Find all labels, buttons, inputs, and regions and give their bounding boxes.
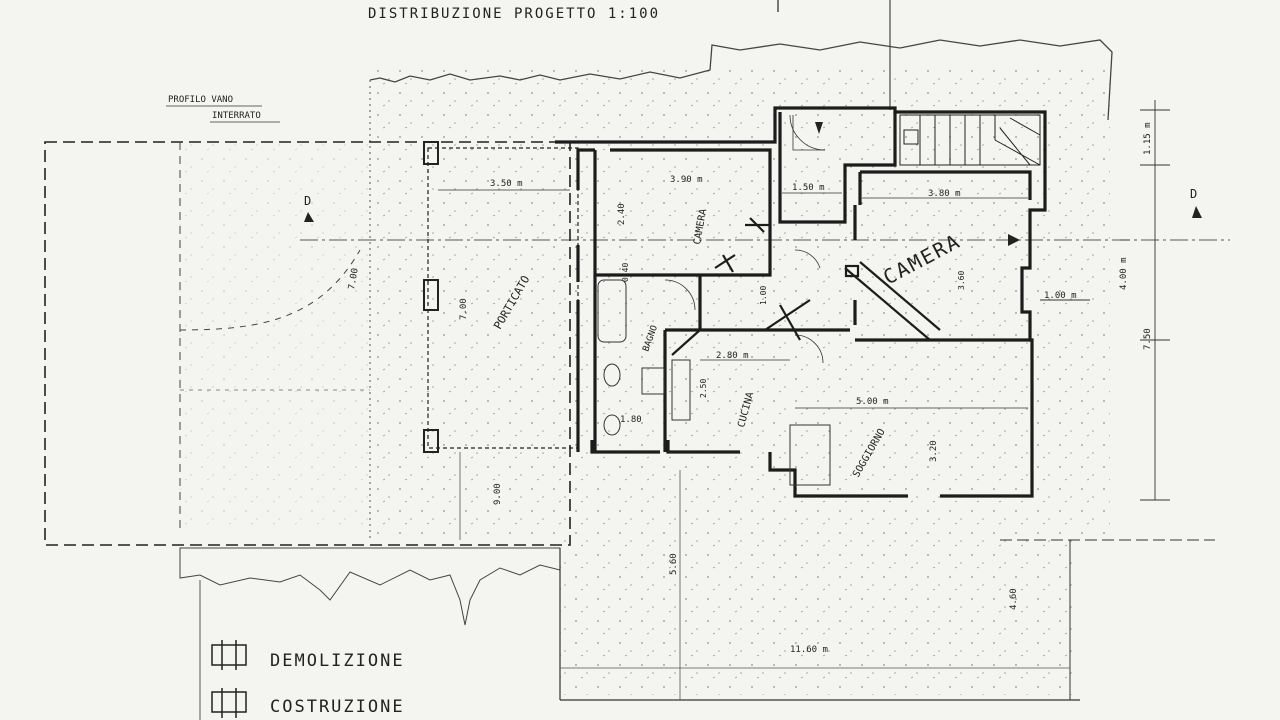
dim-left-7: 7.00 <box>347 267 361 290</box>
dim-soggiorno-width: 5.00 m <box>856 397 889 407</box>
dim-camera-large-width: 3.80 m <box>928 189 961 199</box>
legend-costruzione-swatch <box>211 691 247 713</box>
dim-stairs-depth: 1.15 m <box>1143 122 1153 155</box>
lower-ground-profile <box>179 547 561 626</box>
profile-label-line2: INTERRATO <box>212 111 261 121</box>
dim-cucina-depth: 2.50 <box>699 379 708 398</box>
garden-area-left <box>180 140 370 530</box>
legend-demolizione-swatch <box>211 644 247 666</box>
legend-demolizione-label: DEMOLIZIONE <box>270 651 405 671</box>
dim-porticato-length: 7.00 <box>459 298 469 320</box>
bathroom-fixtures <box>597 279 831 486</box>
section-arrow-right-icon <box>1192 206 1202 218</box>
drawing-title: DISTRIBUZIONE PROGETTO 1:100 <box>368 6 660 22</box>
dim-door-100: 1.00 <box>759 286 768 305</box>
house-walls <box>555 106 1047 498</box>
dim-bagno-depth: 0.40 <box>621 263 630 282</box>
column-bottom <box>423 429 439 453</box>
column-top <box>423 141 439 165</box>
section-arrow-left-icon <box>304 212 314 222</box>
ramp-curve <box>179 249 361 331</box>
dim-soggiorno-depth: 3.20 <box>929 440 939 462</box>
dim-right-750: 7.50 <box>1143 328 1153 350</box>
dim-corridor-width: 1.50 m <box>792 183 825 193</box>
section-mark-left: D <box>304 194 311 208</box>
legend-costruzione-label: COSTRUZIONE <box>270 697 405 717</box>
dim-right-400: 4.00 m <box>1119 257 1129 290</box>
dim-porticato-width: 3.50 m <box>490 179 523 189</box>
dim-yard-1160: 11.60 m <box>790 645 828 655</box>
legend: DEMOLIZIONE COSTRUZIONE <box>211 640 405 718</box>
dim-camera-small-width: 3.90 m <box>670 175 703 185</box>
dim-bottom-900: 9.00 <box>493 483 503 505</box>
demolition-marks <box>671 217 941 356</box>
right-dimension-column <box>1040 100 1170 501</box>
dim-cucina-width: 2.80 m <box>716 351 749 361</box>
porticato-outline <box>427 147 579 449</box>
dim-bagno-width: 1.80 <box>620 415 642 425</box>
dim-right-100: 1.00 m <box>1044 291 1077 301</box>
dim-yard-560: 5.60 <box>669 553 679 575</box>
section-mark-right: D <box>1190 187 1197 201</box>
profile-label-line1: PROFILO VANO <box>168 95 233 105</box>
dim-camera-small-depth: 2.40 <box>617 203 627 225</box>
view-arrow-icon <box>1008 234 1020 246</box>
column-middle <box>423 279 439 311</box>
dim-camera-large-depth: 3.60 <box>957 271 966 290</box>
entrance-arrow-icon <box>815 122 823 134</box>
underground-profile-outline <box>44 141 571 546</box>
staircase <box>899 114 1041 166</box>
door-swings <box>664 114 826 364</box>
dim-yard-460: 4.60 <box>1009 588 1019 610</box>
garden-area-bottom <box>560 540 1080 695</box>
lot-boundary-top <box>369 39 1113 121</box>
